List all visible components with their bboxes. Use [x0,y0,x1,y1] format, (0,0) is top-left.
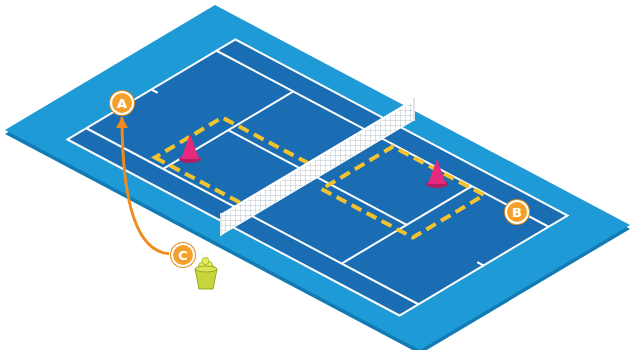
court-surface [68,39,568,315]
target-zone [155,85,484,268]
net-band [221,100,414,215]
cone [426,159,448,188]
player-letter: B [512,206,522,219]
player-marker: B [505,200,529,224]
arrow-head-to [116,117,128,128]
net [221,100,414,235]
player-letter: A [117,97,127,110]
movement-arrow [122,117,169,254]
player-marker: C [171,243,195,267]
cone [179,134,201,163]
player-marker: A [110,91,134,115]
net-post [220,213,222,236]
court-surround [5,5,630,350]
court-lines [68,39,568,315]
player-letter: C [178,249,188,262]
ball-bucket [195,258,217,290]
net-post [413,98,415,121]
